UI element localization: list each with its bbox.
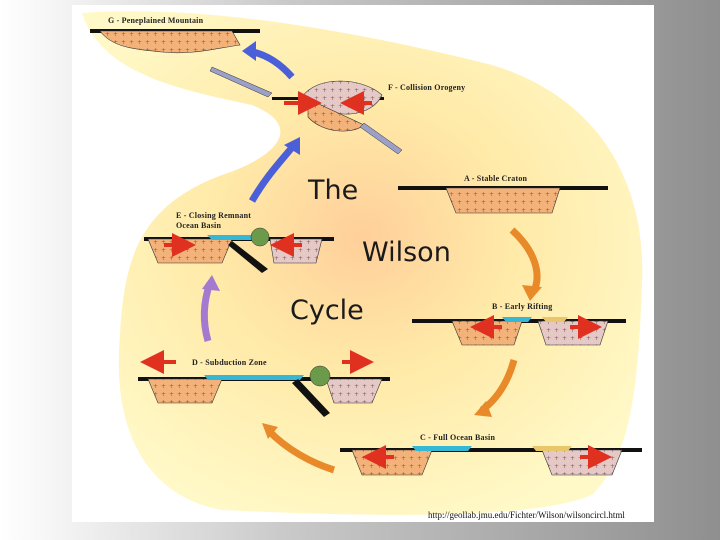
stage-c-group: C - Full Ocean Basin bbox=[340, 433, 642, 476]
stage-g-group: G - Peneplained Mountain bbox=[90, 16, 273, 98]
stage-d-group: D - Subduction Zone bbox=[138, 350, 390, 417]
stage-b-label: B - Early Rifting bbox=[492, 302, 553, 311]
arrow-f-from-e bbox=[248, 142, 297, 203]
cycle-arrows bbox=[200, 41, 542, 474]
stage-c-label: C - Full Ocean Basin bbox=[420, 433, 495, 442]
stage-f-group: F - Collision Orogeny bbox=[272, 80, 465, 155]
stage-b-group: B - Early Rifting bbox=[412, 302, 626, 346]
stage-f-label: F - Collision Orogeny bbox=[388, 83, 465, 92]
stage-e-group: E - Closing Remnant Ocean Basin bbox=[144, 211, 334, 273]
wilson-cycle-diagram: + + G - Peneplained Mountain bbox=[82, 11, 643, 520]
title-wilson: Wilson bbox=[362, 237, 451, 268]
stage-a-group: A - Stable Craton bbox=[398, 174, 608, 214]
source-url: http://geollab.jmu.edu/Fichter/Wilson/wi… bbox=[428, 510, 625, 520]
stage-a-label: A - Stable Craton bbox=[464, 174, 528, 183]
arrow-c-to-d bbox=[265, 427, 336, 474]
diagram-panel: + + G - Peneplained Mountain bbox=[72, 5, 654, 522]
stage-g-label: G - Peneplained Mountain bbox=[108, 16, 204, 25]
stage-e-label-line2: Ocean Basin bbox=[176, 221, 221, 230]
stage-e-label-line1: E - Closing Remnant bbox=[176, 211, 251, 220]
title-the: The bbox=[307, 175, 358, 206]
stage-d-label: D - Subduction Zone bbox=[192, 358, 267, 367]
arrow-a-to-b bbox=[509, 227, 541, 293]
title-cycle: Cycle bbox=[290, 295, 364, 326]
